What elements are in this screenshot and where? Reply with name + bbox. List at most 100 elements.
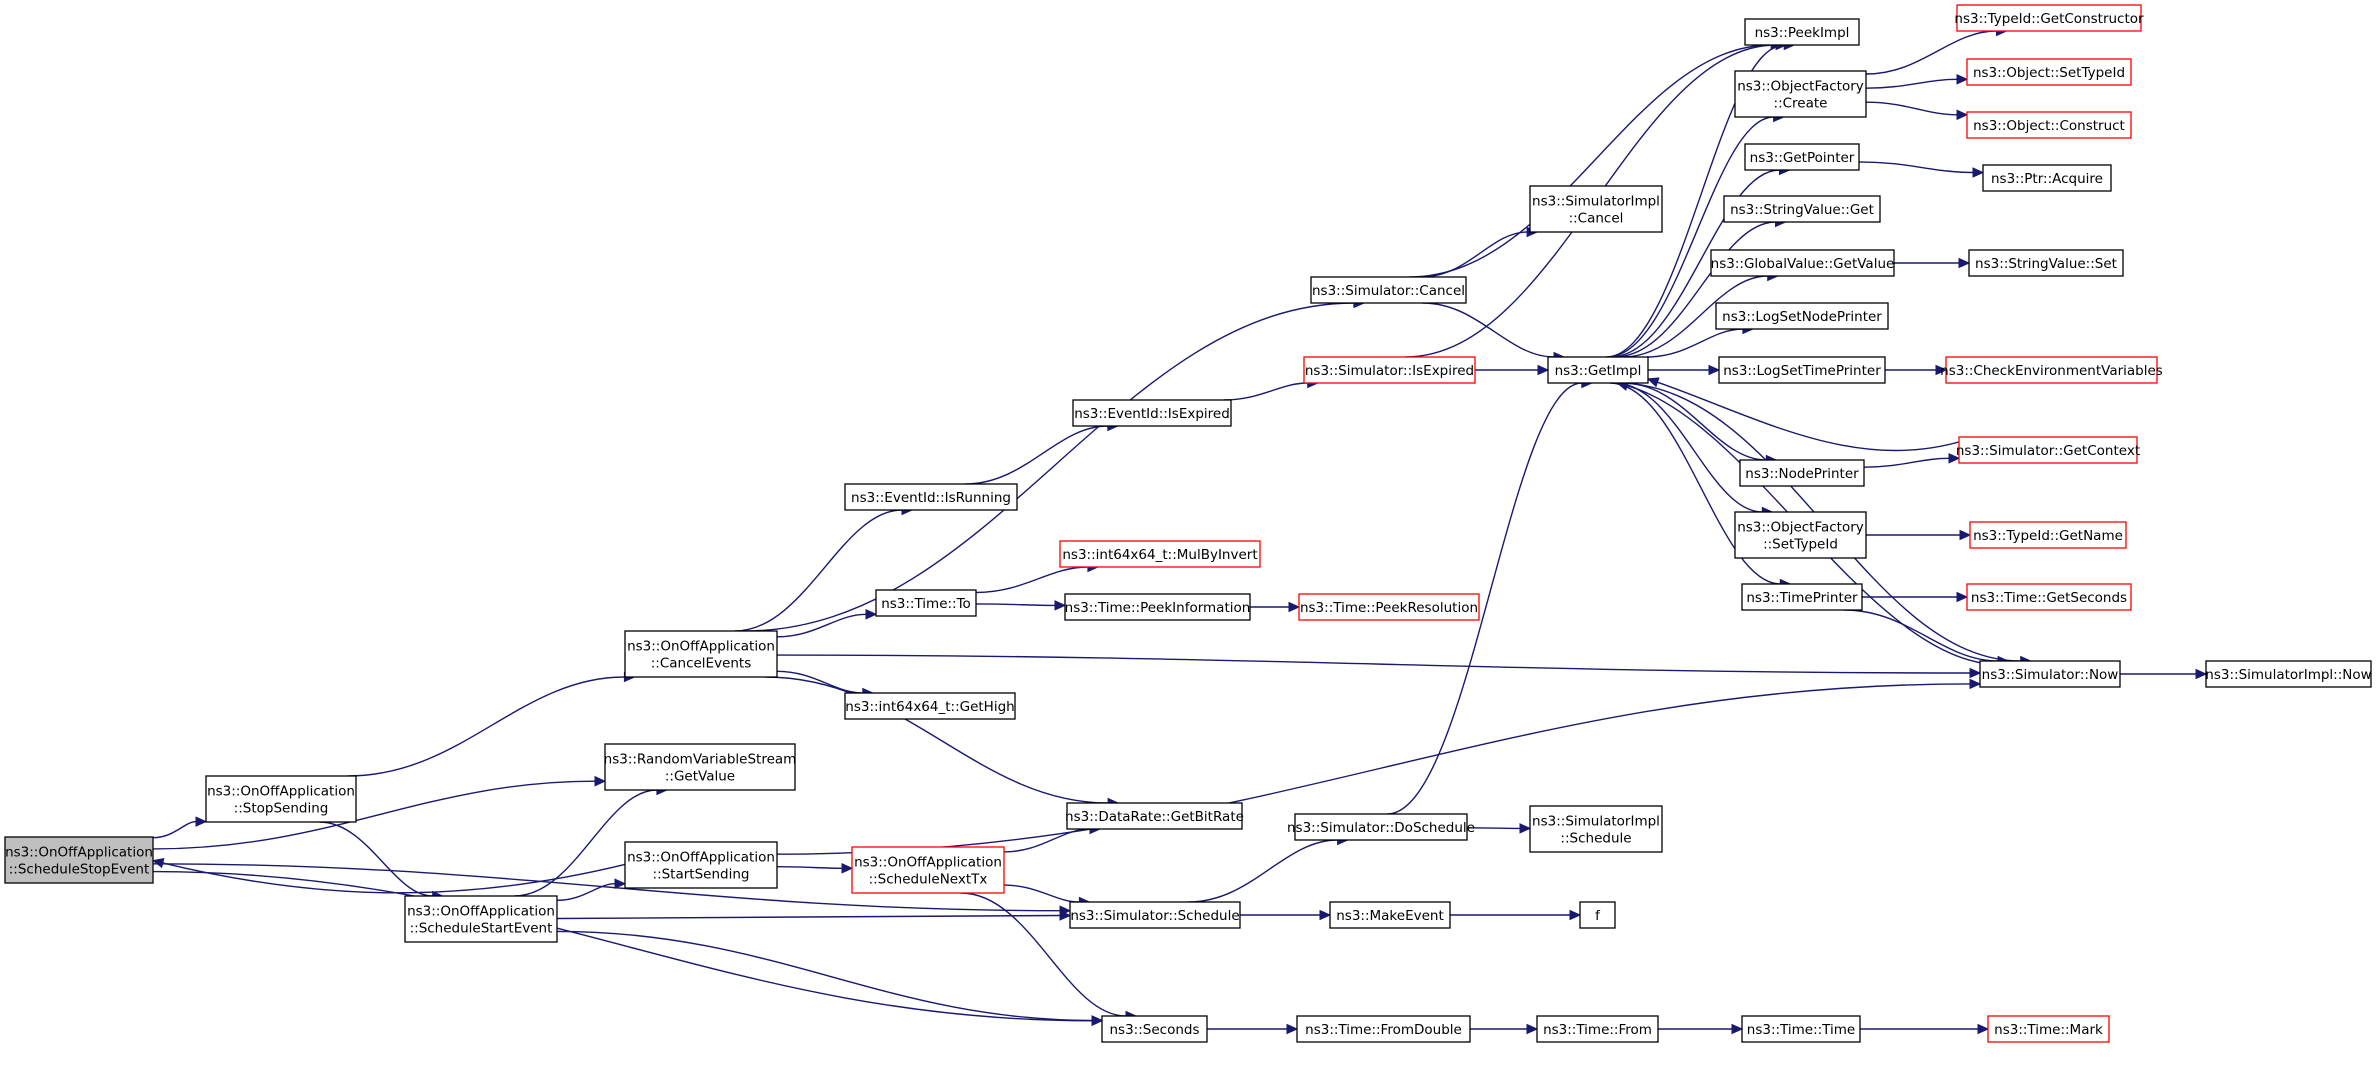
node-label: ::GetValue [665, 769, 735, 785]
edge-line [776, 613, 867, 638]
node-box [1734, 70, 1867, 118]
node-label: ns3::NodePrinter [1745, 466, 1859, 482]
edge-line [319, 821, 433, 897]
node-scheduleNextTx[interactable]: ns3::OnOffApplication::ScheduleNextTx [851, 846, 1005, 894]
node-typeIdGetConstructor[interactable]: ns3::TypeId::GetConstructor [1954, 4, 2144, 32]
node-mulByInvert[interactable]: ns3::int64x64_t::MulByInvert [1059, 540, 1261, 568]
node-box [851, 846, 1005, 894]
node-root[interactable]: ns3::OnOffApplication::ScheduleStopEvent [4, 836, 154, 884]
node-cancelEvents[interactable]: ns3::OnOffApplication::CancelEvents [624, 630, 778, 678]
node-simSchedule[interactable]: ns3::Simulator::Schedule [1069, 901, 1241, 929]
edge-line [776, 670, 863, 694]
node-box [1529, 805, 1663, 853]
node-peekImpl[interactable]: ns3::PeekImpl [1744, 18, 1860, 46]
call-edge-cancelEvents-to-simCancel [744, 297, 1366, 632]
node-ptrAcquire[interactable]: ns3::Ptr::Acquire [1982, 164, 2112, 192]
node-timeFrom[interactable]: ns3::Time::From [1536, 1015, 1659, 1043]
call-edge-cancelEvents-to-timeTo [776, 609, 878, 638]
node-objFactoryCreate[interactable]: ns3::ObjectFactory::Create [1734, 70, 1867, 118]
node-box [1741, 1015, 1861, 1043]
node-box [1715, 302, 1889, 330]
node-box [1956, 4, 2142, 32]
node-dataRateGetBitRate[interactable]: ns3::DataRate::GetBitRate [1065, 802, 1244, 830]
node-getPointer[interactable]: ns3::GetPointer [1744, 143, 1860, 171]
node-label: ns3::ObjectFactory [1737, 79, 1864, 95]
node-box [844, 692, 1016, 720]
node-box [1966, 58, 2132, 86]
node-simCancel[interactable]: ns3::Simulator::Cancel [1310, 276, 1467, 304]
node-simImplCancel[interactable]: ns3::SimulatorImpl::Cancel [1529, 185, 1663, 233]
node-logSetNodePrinter[interactable]: ns3::LogSetNodePrinter [1715, 302, 1889, 330]
node-globalValueGetValue[interactable]: ns3::GlobalValue::GetValue [1710, 249, 1895, 277]
node-nodePrinter[interactable]: ns3::NodePrinter [1739, 459, 1865, 487]
node-simNow[interactable]: ns3::Simulator::Now [1979, 660, 2121, 688]
node-logSetTimePrinter[interactable]: ns3::LogSetTimePrinter [1718, 356, 1886, 384]
call-edge-getImpl-to-stringValueGet [1614, 216, 1787, 358]
node-seconds[interactable]: ns3::Seconds [1101, 1015, 1208, 1043]
node-label: ns3::LogSetNodePrinter [1722, 309, 1882, 325]
arrowhead [594, 775, 607, 787]
arrowhead [1286, 1023, 1299, 1035]
node-stopSending[interactable]: ns3::OnOffApplication::StopSending [205, 775, 357, 823]
node-box [1966, 583, 2132, 611]
node-label: ns3::ObjectFactory [1737, 520, 1864, 536]
node-objFactorySetTypeId[interactable]: ns3::ObjectFactory::SetTypeId [1734, 511, 1867, 559]
node-f[interactable]: f [1579, 901, 1616, 929]
node-scheduleStartEvent[interactable]: ns3::OnOffApplication::ScheduleStartEven… [404, 895, 558, 943]
node-simImplSchedule[interactable]: ns3::SimulatorImpl::Schedule [1529, 805, 1663, 853]
node-label: ns3::Simulator::Cancel [1312, 283, 1465, 299]
node-label: ns3::Object::SetTypeId [1973, 65, 2125, 81]
arrowhead [1969, 678, 1982, 690]
node-timeMark[interactable]: ns3::Time::Mark [1987, 1015, 2110, 1043]
node-eventIdIsRunning[interactable]: ns3::EventId::IsRunning [844, 483, 1018, 511]
node-simImplNow[interactable]: ns3::SimulatorImpl::Now [2205, 660, 2372, 688]
arrowhead [1977, 1023, 1990, 1035]
edge-line [152, 820, 197, 839]
edge-line [776, 654, 1971, 674]
edge-line [1605, 44, 1785, 358]
node-makeEvent[interactable]: ns3::MakeEvent [1329, 901, 1451, 929]
node-label: ns3::Time::PeekInformation [1065, 600, 1251, 616]
node-stringValueSet[interactable]: ns3::StringValue::Set [1968, 249, 2124, 277]
call-edge-peekInformation-to-peekResolution [1249, 601, 1301, 613]
node-timeGetSeconds[interactable]: ns3::Time::GetSeconds [1966, 583, 2132, 611]
call-edge-objFactoryCreate-to-objectSetTypeId [1865, 74, 1969, 89]
node-label: ns3::Simulator::Schedule [1070, 908, 1239, 924]
arrowhead [1708, 364, 1721, 376]
node-timeTime[interactable]: ns3::Time::Time [1741, 1015, 1861, 1043]
node-stringValueGet[interactable]: ns3::StringValue::Get [1723, 195, 1881, 223]
node-eventIdIsExpired[interactable]: ns3::EventId::IsExpired [1072, 399, 1232, 427]
node-rvsGetValue[interactable]: ns3::RandomVariableStream::GetValue [604, 743, 797, 791]
edge-line [776, 683, 1971, 855]
node-box [1982, 164, 2112, 192]
node-layer: ns3::OnOffApplication::ScheduleStopEvent… [4, 4, 2372, 1043]
node-timePrinter[interactable]: ns3::TimePrinter [1741, 583, 1863, 611]
edge-line [162, 862, 626, 894]
node-box [1945, 356, 2158, 384]
node-simGetContext[interactable]: ns3::Simulator::GetContext [1956, 436, 2140, 464]
node-fromDouble[interactable]: ns3::Time::FromDouble [1296, 1015, 1471, 1043]
node-peekResolution[interactable]: ns3::Time::PeekResolution [1298, 593, 1480, 621]
call-edge-simCancel-to-simImplCancel [1421, 226, 1539, 278]
node-label: ns3::OnOffApplication [854, 855, 1002, 871]
node-label: ns3::GlobalValue::GetValue [1711, 256, 1895, 272]
edge-line [1421, 231, 1528, 278]
node-checkEnvVars[interactable]: ns3::CheckEnvironmentVariables [1940, 356, 2163, 384]
node-peekInformation[interactable]: ns3::Time::PeekInformation [1064, 593, 1251, 621]
node-box [1329, 901, 1451, 929]
edge-line [1865, 30, 1997, 75]
node-simIsExpired[interactable]: ns3::Simulator::IsExpired [1303, 356, 1476, 384]
node-getImpl[interactable]: ns3::GetImpl [1547, 356, 1649, 384]
node-simDoSchedule[interactable]: ns3::Simulator::DoSchedule [1287, 813, 1475, 841]
node-objectConstruct[interactable]: ns3::Object::Construct [1966, 111, 2132, 139]
node-timeTo[interactable]: ns3::Time::To [875, 589, 977, 617]
node-label: ns3::OnOffApplication [627, 850, 775, 866]
node-objectSetTypeId[interactable]: ns3::Object::SetTypeId [1966, 58, 2132, 86]
node-startSending[interactable]: ns3::OnOffApplication::StartSending [624, 841, 778, 889]
node-int64GetHigh[interactable]: ns3::int64x64_t::GetHigh [844, 692, 1016, 720]
node-label: ns3::Ptr::Acquire [1991, 171, 2103, 187]
call-edge-simSchedule-to-makeEvent [1240, 909, 1332, 921]
edge-line [1609, 382, 1781, 585]
call-edge-scheduleStartEvent-to-simSchedule [556, 910, 1072, 921]
node-typeIdGetName[interactable]: ns3::TypeId::GetName [1969, 521, 2127, 549]
